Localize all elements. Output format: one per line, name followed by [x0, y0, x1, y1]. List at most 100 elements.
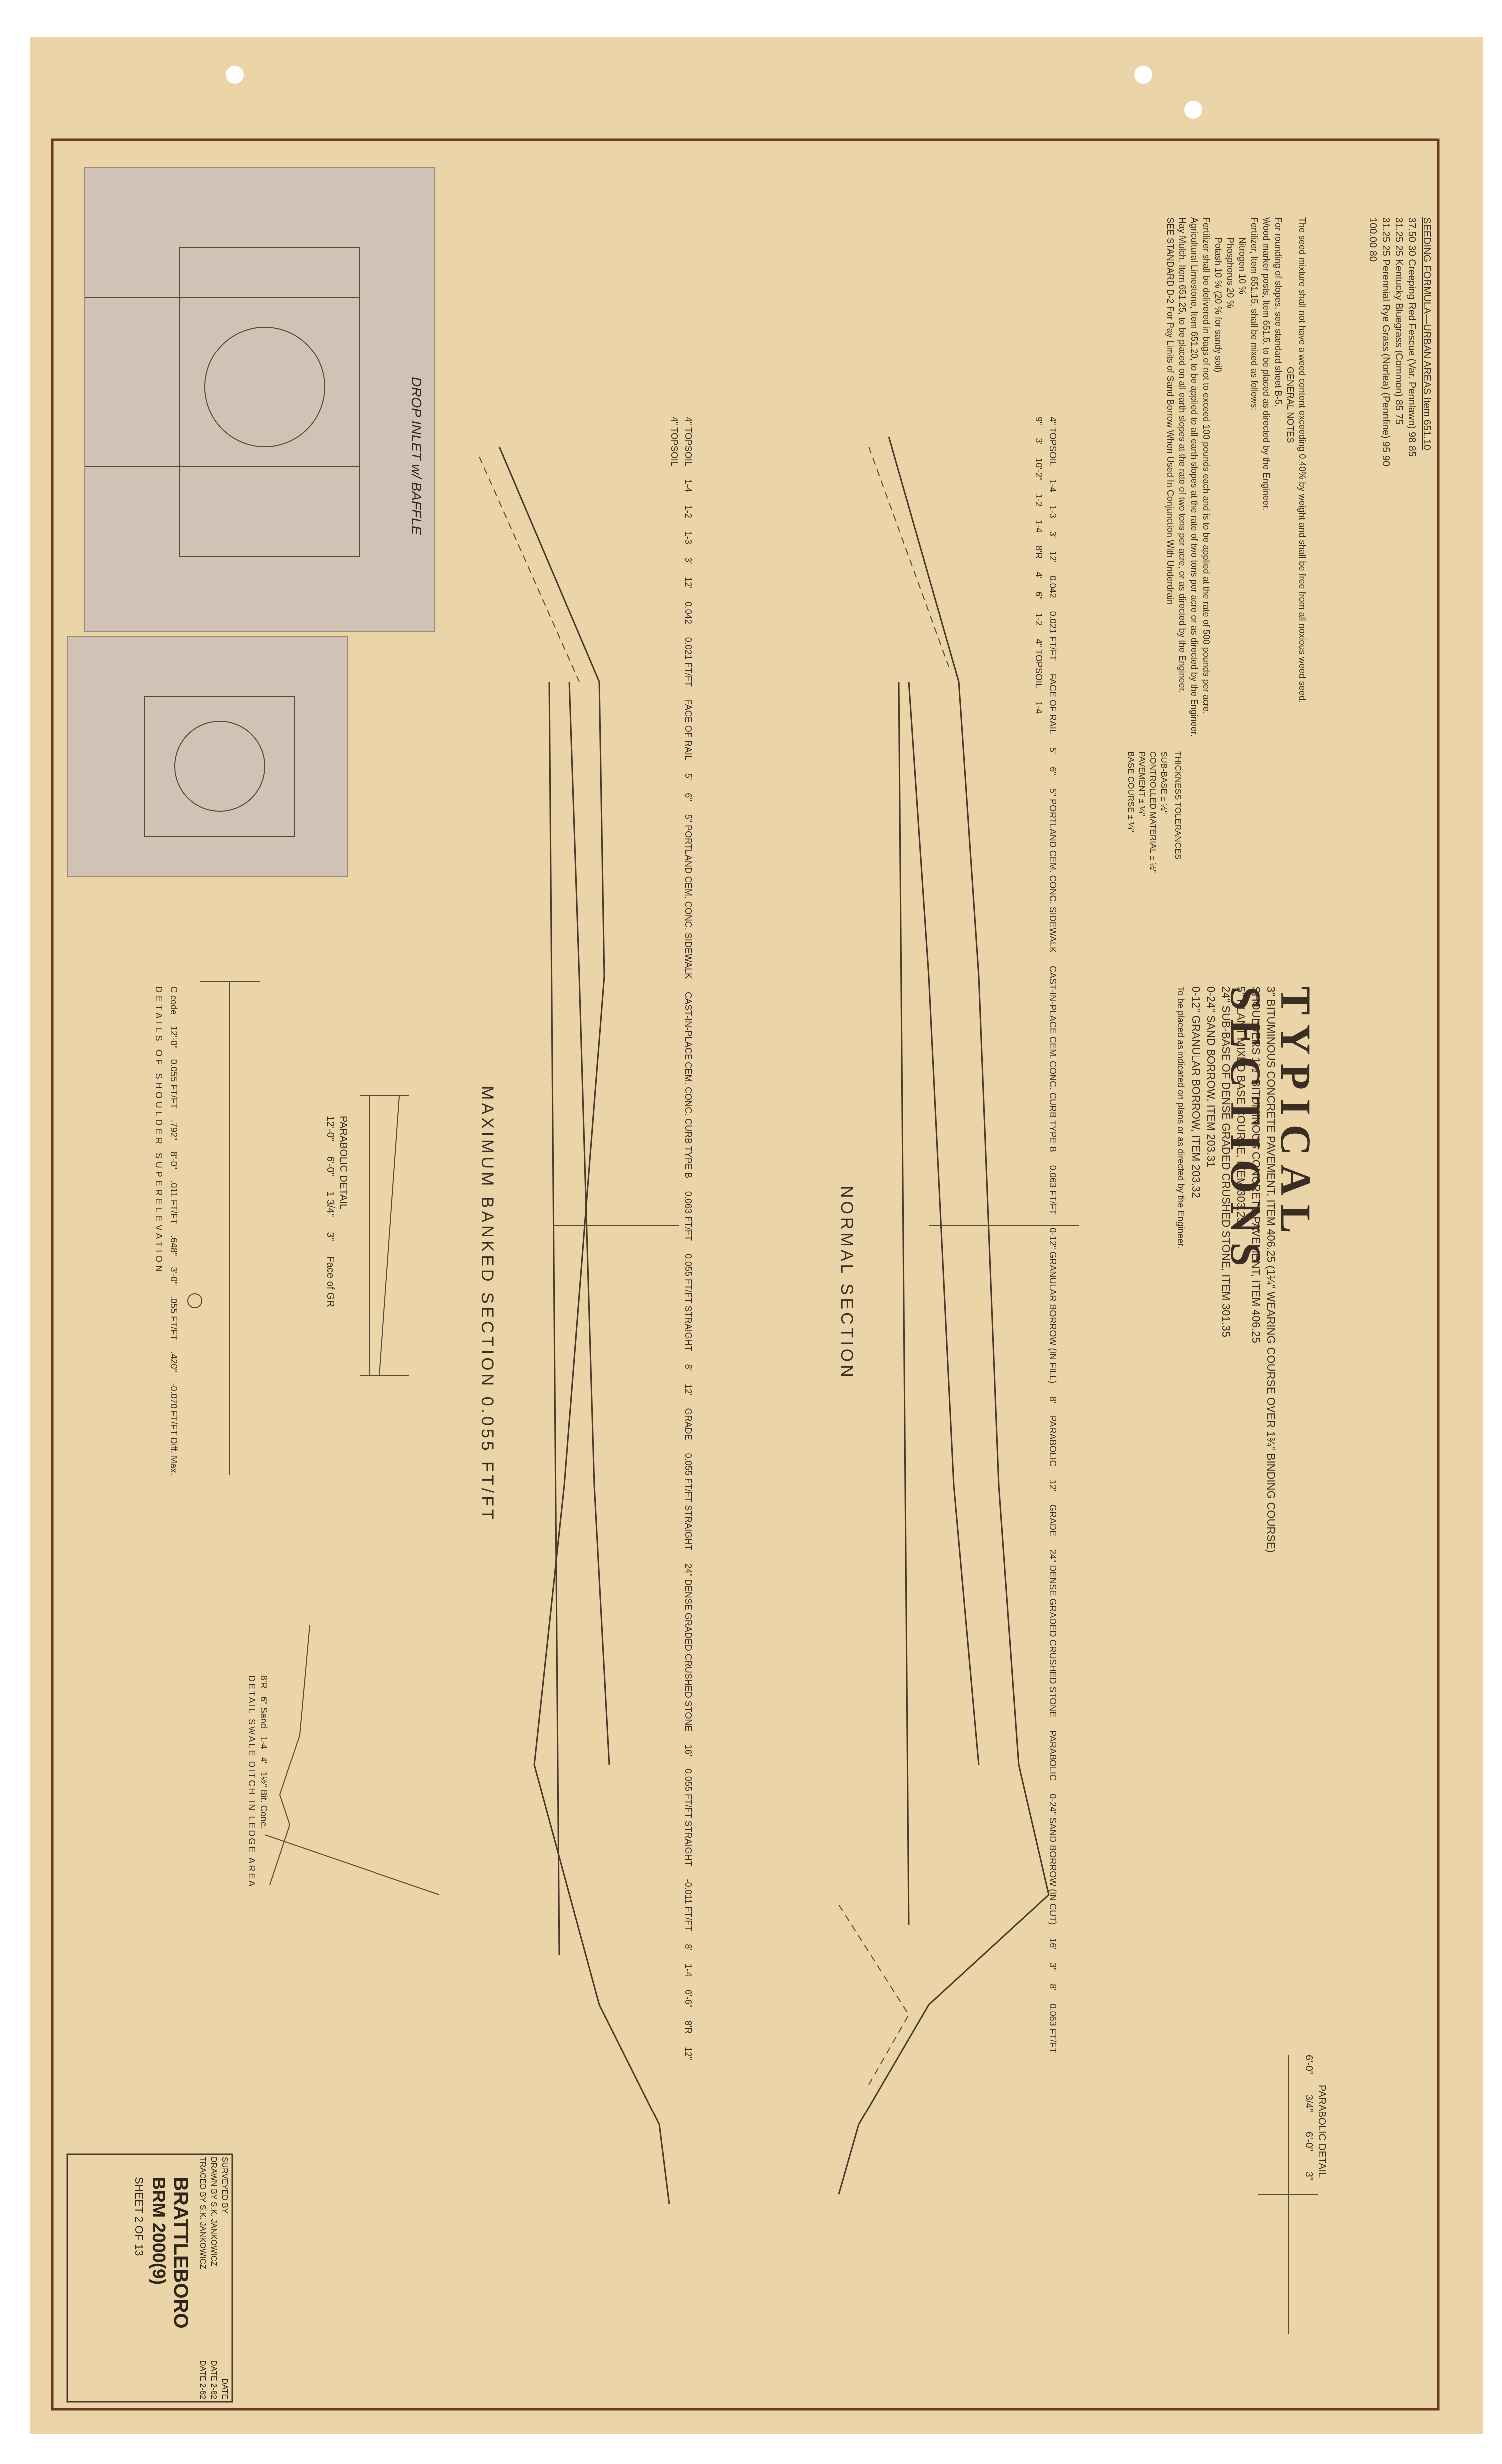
- section-label: GRADE: [683, 1408, 693, 1440]
- seeding-row: 37.50 30 Creeping Red Fescue (Var. Pennl…: [1405, 217, 1418, 716]
- section-label: 1-3: [1048, 505, 1058, 518]
- section-label: FACE OF RAIL: [683, 699, 693, 760]
- drop-inlet-photo-side: [84, 167, 435, 632]
- section-label: 6": [1034, 591, 1044, 600]
- thickness-tolerances: THICKNESS TOLERANCES SUB-BASE ± ½" CONTR…: [1126, 751, 1183, 961]
- seeding-row: 31.25 25 Perennial Rye Grass (Norlea) (P…: [1379, 217, 1392, 716]
- parabolic-detail-1: PARABOLIC DETAIL 12'-0" 6'-0" 1 3/4" 3" …: [324, 1116, 350, 1415]
- detail-label: C code: [169, 986, 179, 1015]
- section-label: 1-2: [1034, 493, 1044, 507]
- section-label: 1-4: [1034, 519, 1044, 533]
- section-label: 1-2: [683, 505, 693, 518]
- pavement-note: 3" BITUMINOUS CONCRETE PAVEMENT, ITEM 40…: [1265, 986, 1277, 1553]
- section-label: 3': [1048, 531, 1058, 538]
- section-label: 0.055 FT/FT STRAIGHT: [683, 1253, 693, 1351]
- section-label: 0.042: [683, 601, 693, 624]
- section-label: 8': [1048, 1984, 1058, 1991]
- seed-p2: 90: [1380, 455, 1391, 467]
- pavement-note: 5" PLANT MIXED BASE COURSE, ITEM 303.25: [1235, 986, 1247, 1224]
- seed-p2: 85: [1406, 445, 1417, 457]
- parabolic-detail-2-labels: 6'-0" 3/4" 6'-0" 3": [1302, 2055, 1315, 2334]
- section-label: 5': [683, 773, 693, 780]
- banked-section-drawing: [479, 446, 679, 2205]
- title-block-value: S.K. JANKOWICZ: [198, 2204, 207, 2269]
- title-block-value: S.K. JANKOWICZ: [209, 2201, 218, 2266]
- tolerance-row: SUB-BASE ± ½": [1158, 751, 1169, 961]
- detail-label: 6'-0": [325, 1156, 336, 1176]
- section-label: 6'-6": [683, 1989, 693, 2008]
- detail-label: .011 FT/FT: [169, 1180, 179, 1224]
- tolerances-title: THICKNESS TOLERANCES: [1173, 751, 1183, 860]
- general-note: The seed mixture shall not have a weed c…: [1297, 217, 1307, 703]
- seed-p2: 75: [1393, 413, 1404, 425]
- seed-lbs: 31.25: [1380, 217, 1391, 243]
- banked-section-labels: 4" TOPSOIL 1-4 1-2 1-3 3' 12' 0.042 0.02…: [668, 417, 694, 2065]
- shoulder-detail-title: DETAILS OF SHOULDER SUPERELEVATION: [154, 986, 164, 1275]
- seed-pct: 30: [1406, 245, 1417, 256]
- parabolic-detail-2-drawing: [1258, 2055, 1318, 2334]
- swale-detail-drawing: [264, 1625, 440, 1895]
- section-label: 5" PORTLAND CEM. CONC. SIDEWALK: [1048, 788, 1058, 953]
- detail-label: 6" Sand: [259, 1696, 269, 1728]
- section-label: 8'R: [1034, 545, 1044, 559]
- detail-label: 4': [259, 1757, 269, 1764]
- seed-p1: 98: [1406, 431, 1417, 443]
- pavement-note: 24" SUB-BASE OF DENSE GRADED CRUSHED STO…: [1220, 986, 1232, 1338]
- seed-p1: 95: [1380, 441, 1391, 453]
- detail-label: 3": [325, 1232, 336, 1241]
- detail-label: .648": [169, 1235, 179, 1256]
- drop-inlet-sketch: [85, 247, 360, 837]
- binding-hole: [1134, 66, 1152, 84]
- section-label: 9": [1034, 417, 1044, 425]
- tolerance-value: ± ¼": [1126, 815, 1136, 832]
- seed-lbs: 31.25: [1393, 217, 1404, 243]
- section-label: 0.055 FT/FT STRAIGHT: [683, 1768, 693, 1866]
- detail-label: 8'R: [259, 1675, 269, 1689]
- section-label: 0.055 FT/FT STRAIGHT: [683, 1453, 693, 1551]
- drop-inlet-photo-plan: [67, 636, 348, 877]
- tolerance-row: PAVEMENT ± ¼": [1136, 751, 1147, 961]
- detail-label: 8'-0": [169, 1151, 179, 1170]
- general-note: Phosphorus 20 %: [1225, 237, 1235, 309]
- parabolic-detail-1-title: PARABOLIC DETAIL: [338, 1116, 349, 1210]
- section-label: 16': [683, 1744, 693, 1756]
- detail-label: 1½" Bit. Conc.: [259, 1771, 269, 1829]
- section-label: 3': [683, 557, 693, 564]
- section-label: 1-3: [683, 531, 693, 544]
- detail-label: 3": [1303, 2171, 1314, 2181]
- section-label: 12": [683, 2047, 693, 2060]
- detail-label: Face of GR: [325, 1256, 336, 1307]
- seeding-formula: SEEDING FORMULA—URBAN AREAS Item 651.10 …: [1366, 217, 1433, 716]
- sheet-number: SHEET 2 OF 13: [133, 2177, 145, 2256]
- general-note: Agricultural Limestone, Item 651.20, to …: [1189, 217, 1199, 737]
- drawing-sheet: TYPICAL SECTIONS 3" BITUMINOUS CONCRETE …: [30, 37, 1483, 2434]
- detail-label: 3'-0": [169, 1267, 179, 1285]
- section-label: 4': [1034, 572, 1044, 579]
- section-label: 1-2: [1034, 613, 1044, 626]
- detail-label: .055 FT/FT: [169, 1296, 179, 1341]
- section-label: 4" TOPSOIL: [1034, 639, 1044, 688]
- detail-label: 1 3/4": [325, 1191, 336, 1217]
- pavement-note: SHOULDERS 1½" BITUMINOUS CONCRETE PAVEME…: [1250, 986, 1262, 1343]
- swale-detail: 8'R 6" Sand 1-4 4' 1½" Bit. Conc. DETAIL…: [246, 1675, 270, 1935]
- section-label: 0.063 FT/FT: [1048, 1165, 1058, 1215]
- pavement-note: 0-12" GRANULAR BORROW, ITEM 203.32: [1190, 986, 1202, 1198]
- general-note: Nitrogen 10 %: [1237, 237, 1247, 295]
- general-note: Fertilizer shall be delivered in bags of…: [1201, 217, 1211, 714]
- detail-label: 6'-0": [1303, 2055, 1314, 2075]
- town-name: BRATTLEBORO: [170, 2177, 192, 2329]
- shoulder-detail-labels: C code 12'-0" 0.055 FT/FT .792" 8'-0" .0…: [168, 986, 180, 1485]
- section-label: 1-4: [683, 479, 693, 492]
- section-label: 8': [683, 1944, 693, 1951]
- section-label: 6": [683, 793, 693, 801]
- general-note: Wood marker posts, Item 651.5, to be pla…: [1261, 217, 1271, 511]
- tolerance-label: BASE COURSE: [1126, 751, 1136, 813]
- tolerance-label: CONTROLLED MATERIAL: [1148, 751, 1158, 854]
- title-block: SURVEYED BY DATE DRAWN BY S.K. JANKOWICZ…: [132, 2157, 230, 2399]
- shoulder-detail: C code 12'-0" 0.055 FT/FT .792" 8'-0" .0…: [153, 986, 180, 1485]
- detail-label: -0.070 FT/FT Diff. Max.: [169, 1383, 179, 1476]
- section-label: 5': [1048, 747, 1058, 754]
- seeding-row: 100.00 80: [1366, 217, 1379, 716]
- title-block-date-label: DATE: [198, 2360, 207, 2381]
- parabolic-detail-2-title: PARABOLIC DETAIL: [1316, 2085, 1327, 2178]
